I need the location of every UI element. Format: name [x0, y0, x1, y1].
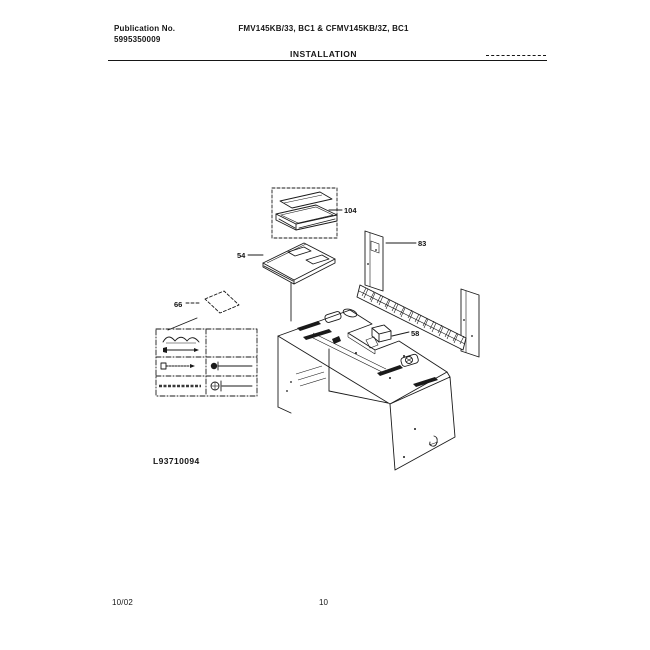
header-dashed-segment [486, 55, 546, 56]
bolt-with-washer-icon [210, 380, 253, 392]
footer-date: 10/02 [112, 598, 134, 607]
template-sheet [204, 290, 240, 314]
part-58-drawing: 58 [365, 324, 419, 349]
part-83-drawing: 83 [356, 230, 480, 358]
header-rule [108, 60, 547, 61]
part-66-label: 66 [174, 300, 182, 309]
hardware-kit-box [155, 328, 258, 397]
part-104-drawing: 104 [271, 187, 357, 239]
part-58-label: 58 [411, 329, 419, 338]
part-104-label: 104 [344, 206, 357, 215]
publication-number: 5995350009 [114, 35, 161, 44]
part-66-drawing: 66 [167, 290, 240, 331]
part-104-dashed-box [271, 187, 338, 239]
footer-page-number: 10 [319, 598, 328, 607]
bracket-left-post [364, 230, 384, 292]
round-head-screw-icon [210, 361, 253, 371]
cabinet-drawing [277, 308, 456, 471]
model-line: FMV145KB/33, BC1 & CFMV145KB/3Z, BC1 [238, 24, 409, 33]
part-58-leader [391, 331, 410, 337]
publication-label: Publication No. [114, 24, 176, 33]
publication-block: Publication No. 5995350009 [114, 23, 175, 45]
cabinet-side-panel [389, 376, 456, 471]
diagram-code: L93710094 [153, 456, 200, 466]
machine-screw-icon [160, 362, 195, 370]
section-title: INSTALLATION [289, 49, 358, 59]
kit-leader-line [167, 317, 198, 331]
spring-toggle-and-screw-icon [162, 336, 200, 353]
part-83-label: 83 [418, 239, 426, 248]
part-54-label: 54 [237, 251, 246, 260]
part-54-drawing: 54 [237, 242, 336, 322]
